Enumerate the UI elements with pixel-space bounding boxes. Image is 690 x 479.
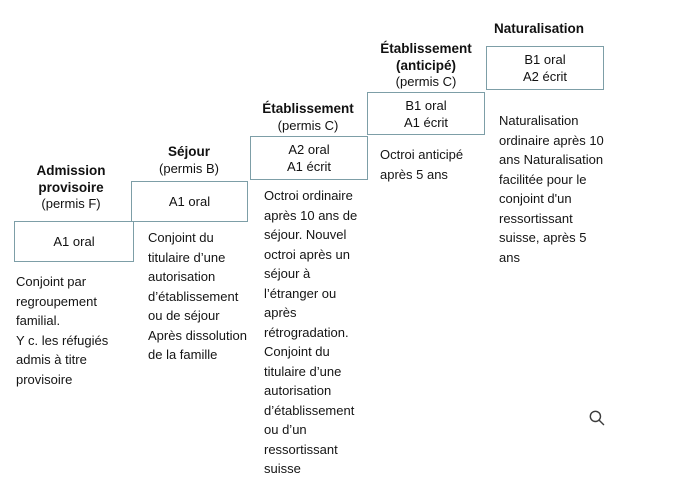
column-title-line1: Établissement <box>262 101 354 116</box>
column-permit-label: (permis C) <box>277 117 339 133</box>
column-title-etablissement-anticipe: Établissement (anticipé) (permis C) <box>362 41 490 91</box>
level-line-2: A2 écrit <box>522 69 568 84</box>
column-permit-label: (permis C) <box>395 74 457 89</box>
column-title-line1: Séjour <box>167 144 210 159</box>
column-note-sejour: Conjoint du titulaire d’une autorisation… <box>148 230 247 362</box>
column-title-line1: Naturalisation <box>494 21 585 36</box>
column-title-line1: Admission <box>36 163 106 178</box>
level-box-sejour[interactable]: A1 oral <box>131 181 248 222</box>
column-title-line2: (anticipé) <box>395 57 456 73</box>
level-line-1: B1 oral <box>405 97 447 113</box>
level-box-admission-provisoire[interactable]: A1 oral <box>14 221 134 262</box>
column-title-etablissement: Établissement (permis C) <box>244 101 372 134</box>
level-line-1: B1 oral <box>524 52 566 67</box>
column-note-admission-provisoire: Conjoint par regroupement familial. Y c.… <box>16 274 109 387</box>
search-icon[interactable] <box>588 409 606 427</box>
language-requirements-staircase-diagram: Admission provisoire (permis F) A1 oral … <box>8 21 609 476</box>
level-line-1: A1 oral <box>168 194 211 209</box>
level-line-2: A1 écrit <box>286 159 332 174</box>
level-box-etablissement[interactable]: A2 oral A1 écrit <box>250 136 368 180</box>
level-line-1: A1 oral <box>53 234 95 249</box>
level-line-1: A2 oral <box>288 142 330 157</box>
level-box-naturalisation[interactable]: B1 oral A2 écrit <box>486 46 604 90</box>
level-box-etablissement-anticipe[interactable]: B1 oral A1 écrit <box>367 92 485 135</box>
column-title-sejour: Séjour (permis B) <box>128 144 250 177</box>
column-title-line1: Établissement <box>380 41 472 56</box>
column-permit-label: (permis F) <box>41 196 101 211</box>
column-title-admission-provisoire: Admission provisoire (permis F) <box>8 163 134 213</box>
column-title-naturalisation: Naturalisation <box>481 21 609 38</box>
column-title-line2: provisoire <box>38 179 104 195</box>
level-line-2: A1 écrit <box>403 114 449 130</box>
column-note-etablissement: Octroi ordinaire après 10 ans de séjour.… <box>264 188 358 476</box>
column-permit-label: (permis B) <box>159 160 219 176</box>
column-note-naturalisation: Naturalisation ordinaire après 10 ans Na… <box>499 113 604 265</box>
column-note-etablissement-anticipe: Octroi anticipé après 5 ans <box>380 147 464 182</box>
